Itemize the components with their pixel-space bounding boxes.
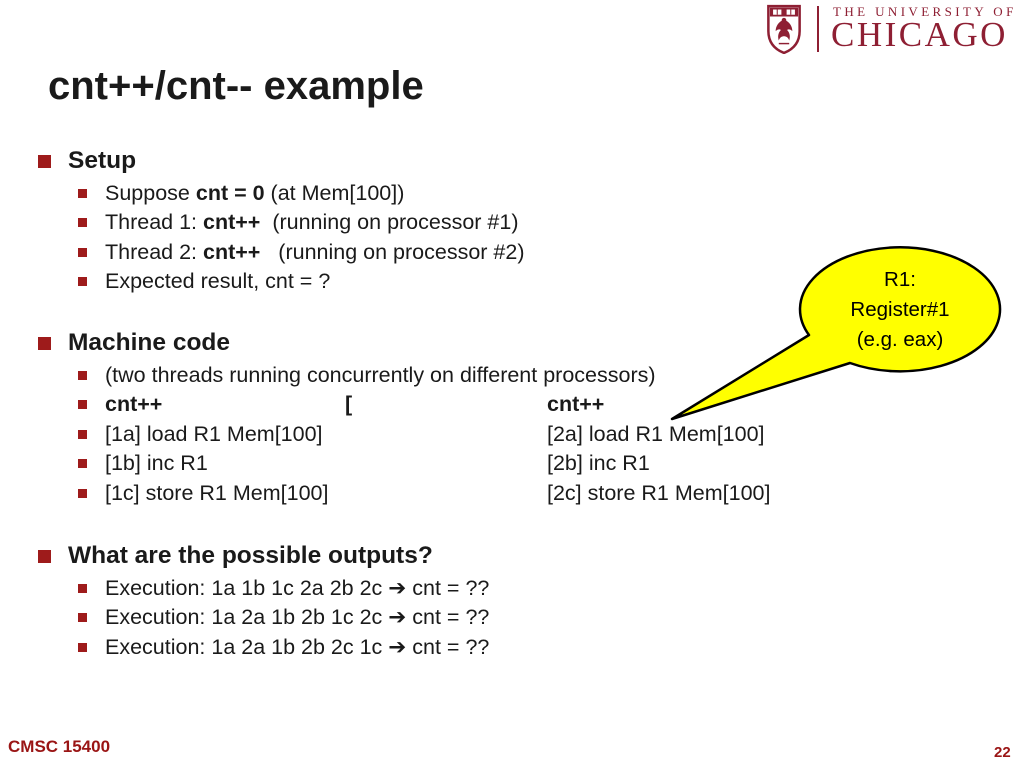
section-items: (two threads running concurrently on dif… (0, 361, 1024, 508)
item-text: Thread 2: cnt++ (running on processor #2… (105, 239, 525, 264)
section-heading-text: What are the possible outputs? (68, 542, 433, 569)
bullet-item: Thread 2: cnt++ (running on processor #2… (0, 238, 1024, 267)
section-items: Suppose cnt = 0 (at Mem[100]) Thread 1: c… (0, 179, 1024, 297)
code-text: [1a] load R1 Mem[100] (105, 421, 323, 446)
logo-divider (817, 6, 819, 52)
bullet-item: [1b] inc R1 [2b] inc R1 (0, 449, 1024, 478)
callout-text: R1: Register#1 (e.g. eax) (808, 265, 992, 355)
code-text: [ (345, 392, 353, 417)
section-heading: Setup (0, 146, 1024, 176)
item-text: Suppose cnt = 0 (at Mem[100]) (105, 181, 405, 205)
bullet-item: Expected result, cnt = ? (0, 267, 1024, 296)
bullet-square-icon (38, 337, 51, 350)
logo-wordmark-top: THE UNIVERSITY OF (833, 4, 1017, 19)
code-text: [2b] inc R1 (547, 451, 650, 476)
right-arrow-icon: ➔ (388, 576, 407, 601)
bullet-square-icon (78, 400, 87, 410)
section-heading-text: Setup (68, 147, 137, 174)
bullet-square-icon (78, 218, 87, 228)
callout-line: Register#1 (850, 298, 950, 321)
bullet-square-icon (78, 277, 87, 287)
section-setup: Setup Suppose cnt = 0 (at Mem[100]) Threa… (0, 146, 1024, 297)
bullet-square-icon (78, 459, 87, 469)
code-text: [2a] load R1 Mem[100] (547, 421, 765, 446)
slide-title: cnt++/cnt-- example (48, 64, 424, 108)
bullet-square-icon (78, 247, 87, 257)
uchicago-crest-icon (767, 4, 801, 54)
bullet-item: Suppose cnt = 0 (at Mem[100]) (0, 179, 1024, 208)
bullet-square-icon (38, 155, 51, 168)
uchicago-logo: THE UNIVERSITY OF CHICAGO (760, 0, 1024, 60)
right-arrow-icon: ➔ (388, 634, 407, 660)
logo-wordmark-main: CHICAGO (831, 15, 1008, 54)
bullet-item: Execution: 1a 2a 1b 2b 1c 2c ➔ cnt = ?? (0, 603, 1024, 632)
bullet-item: [1a] load R1 Mem[100] [2a] load R1 Mem[10… (0, 420, 1024, 449)
item-text: Expected result, cnt = ? (105, 269, 331, 294)
item-text: Execution: 1a 2a 1b 2b 1c 2c ➔ cnt = ?? (105, 605, 490, 631)
code-text: cnt++ (547, 392, 605, 417)
item-text: (two threads running concurrently on dif… (105, 363, 656, 387)
bullet-square-icon (78, 642, 87, 652)
item-text: Execution: 1a 2a 1b 2b 2c 1c ➔ cnt = ?? (105, 634, 490, 660)
bullet-item: Thread 1: cnt++ (running on processor #1… (0, 208, 1024, 237)
code-text: [1c] store R1 Mem[100] (105, 480, 329, 505)
bullet-square-icon (78, 429, 87, 439)
bullet-square-icon (78, 584, 87, 593)
bullet-square-icon (38, 550, 51, 563)
section-outputs: What are the possible outputs? Execution… (0, 541, 1024, 662)
item-text: Thread 1: cnt++ (running on processor #1… (105, 210, 519, 235)
section-machine-code: Machine code (two threads running concur… (0, 328, 1024, 508)
callout-line: R1: (884, 268, 916, 291)
footer-course-label: CMSC 15400 (8, 737, 111, 756)
code-text: cnt++ (105, 392, 163, 417)
code-text: [1b] inc R1 (105, 451, 208, 476)
bullet-square-icon (78, 613, 87, 623)
section-heading: What are the possible outputs? (0, 541, 1024, 571)
bullet-item: cnt++ [ cnt++ (0, 390, 1024, 419)
bullet-item: Execution: 1a 1b 1c 2a 2b 2c ➔ cnt = ?? (0, 574, 1024, 603)
bullet-square-icon (78, 189, 87, 198)
right-arrow-icon: ➔ (388, 605, 407, 631)
bullet-item: Execution: 1a 2a 1b 2b 2c 1c ➔ cnt = ?? (0, 633, 1024, 662)
section-heading-text: Machine code (68, 329, 231, 356)
callout-line: (e.g. eax) (856, 328, 944, 351)
bullet-square-icon (78, 488, 87, 498)
bullet-item: [1c] store R1 Mem[100] [2c] store R1 Mem[… (0, 479, 1024, 508)
item-text: Execution: 1a 1b 1c 2a 2b 2c ➔ cnt = ?? (105, 576, 490, 601)
bullet-item: (two threads running concurrently on dif… (0, 361, 1024, 390)
section-heading: Machine code (0, 328, 1024, 358)
footer-page-number: 22 (994, 744, 1011, 761)
bullet-square-icon (78, 371, 87, 380)
code-text: [2c] store R1 Mem[100] (547, 480, 771, 505)
section-items: Execution: 1a 1b 1c 2a 2b 2c ➔ cnt = ?? E… (0, 574, 1024, 662)
